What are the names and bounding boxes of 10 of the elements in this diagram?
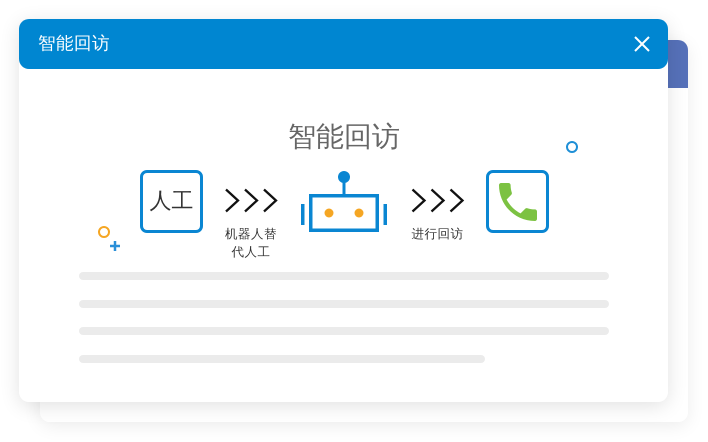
chevron-arrow bbox=[224, 188, 278, 213]
step-card bbox=[140, 170, 203, 233]
step-card bbox=[486, 170, 549, 233]
dialog-title: 智能回访 bbox=[38, 33, 110, 56]
robot-icon bbox=[299, 170, 389, 233]
edge-label: 机器人替代人工 bbox=[224, 224, 278, 260]
edge-label: 进行回访 bbox=[412, 224, 464, 242]
chevron-arrow bbox=[411, 188, 464, 213]
step-text: 人工 bbox=[150, 188, 194, 216]
diagram-title: 智能回访 bbox=[288, 119, 400, 155]
